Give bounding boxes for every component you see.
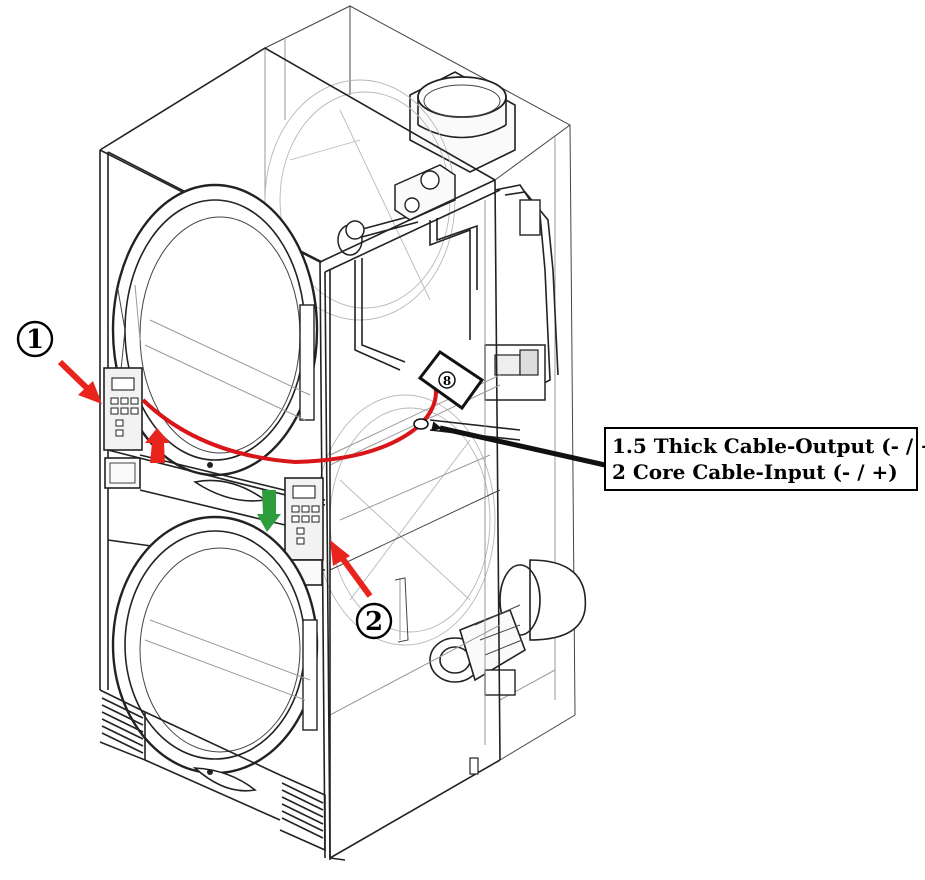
red-pointer-arrow xyxy=(330,540,373,598)
ignition-module xyxy=(429,344,546,441)
front-cabinet xyxy=(99,47,496,860)
callout-2-label: 2 xyxy=(365,607,383,637)
callout-2: 2 xyxy=(355,602,393,640)
green-down-arrow xyxy=(257,490,281,532)
base-vents xyxy=(99,689,479,861)
black-pointer-arrow xyxy=(431,421,606,468)
side-panel xyxy=(319,179,501,859)
lower-control-panel xyxy=(284,477,324,561)
cable-grommet xyxy=(413,418,429,430)
lower-dryer-door xyxy=(111,515,319,775)
cable-label-box: 1.5 Thick Cable-Output (- / +) 2 Core Ca… xyxy=(604,427,925,491)
upper-control-panel xyxy=(103,367,143,451)
red-up-arrow xyxy=(145,428,170,463)
upper-dryer-door xyxy=(111,183,319,477)
callout-1: 1 xyxy=(16,320,54,358)
cable-connector-box: 8 xyxy=(417,349,485,411)
blower-motor xyxy=(429,604,526,696)
cable-label-line2: 2 Core Cable-Input (- / +) xyxy=(612,460,898,484)
cable-label-line1: 1.5 Thick Cable-Output (- / +) xyxy=(612,434,925,458)
callout-1-label: 1 xyxy=(26,325,44,355)
red-cable xyxy=(141,382,438,465)
connector-symbol: 8 xyxy=(443,374,451,388)
red-pointer-arrow xyxy=(57,359,102,404)
exhaust-duct xyxy=(409,71,516,173)
